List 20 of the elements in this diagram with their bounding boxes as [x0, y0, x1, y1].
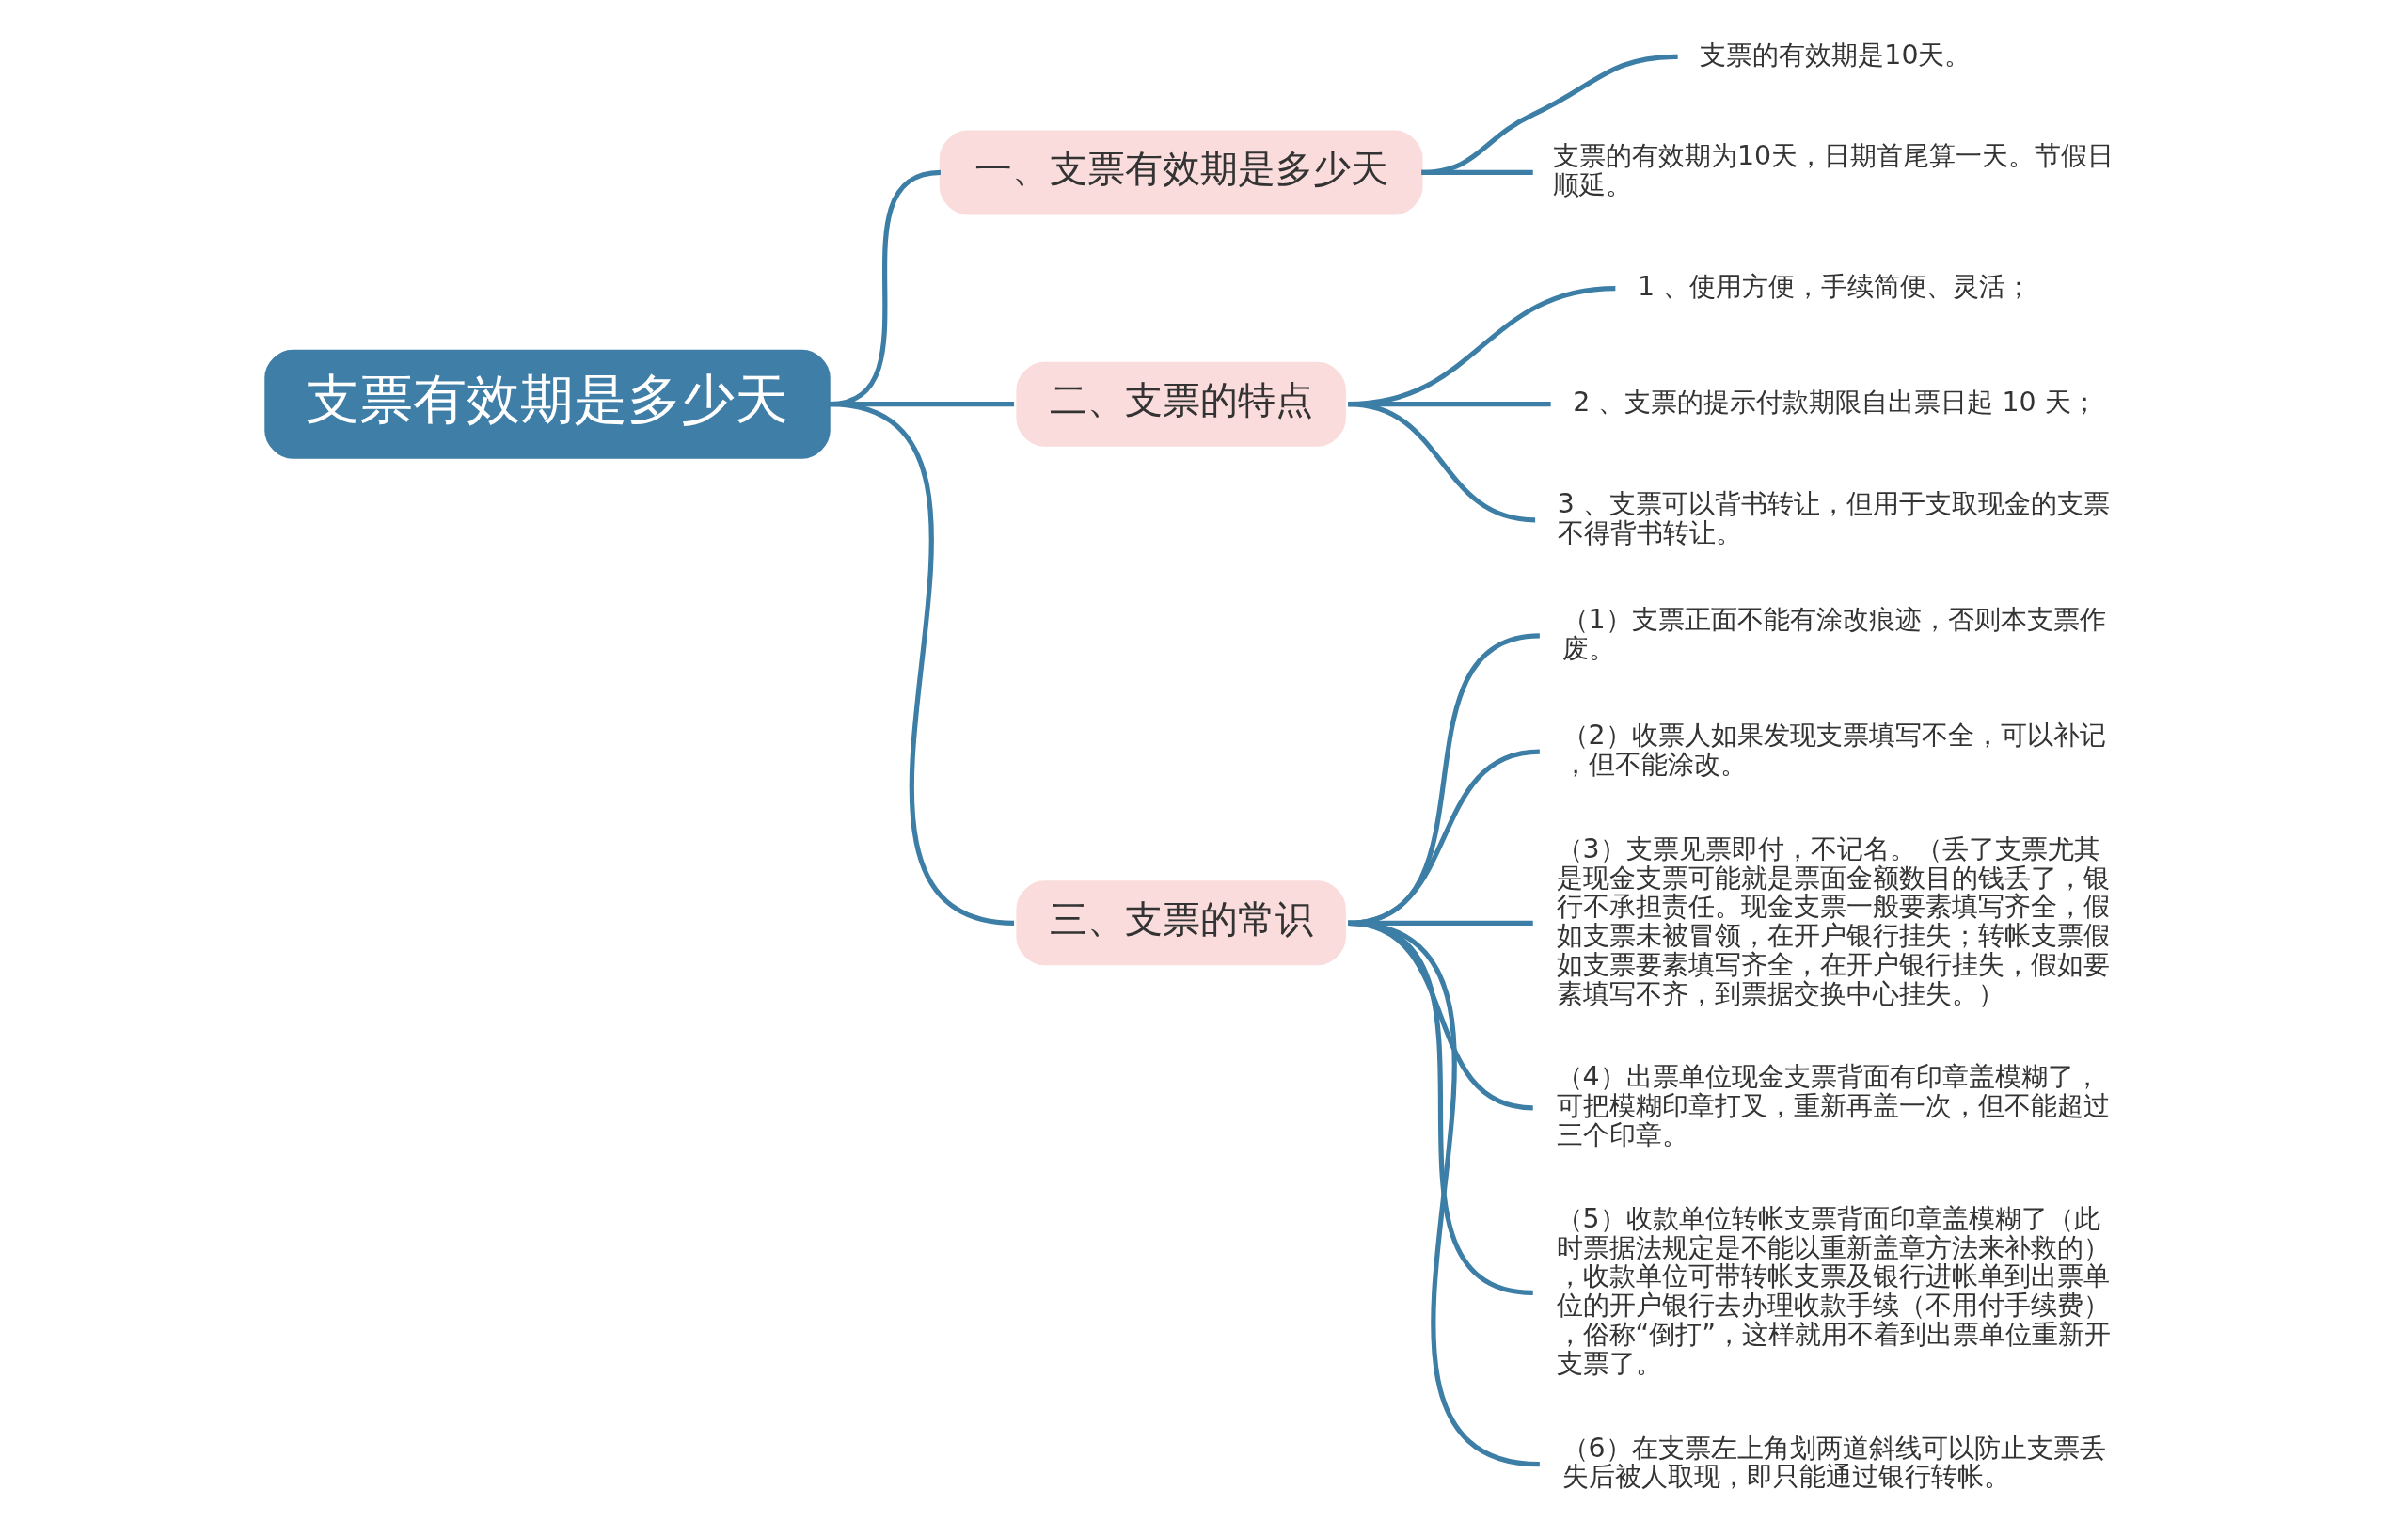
- node-box: 一、支票有效期是多少天: [939, 130, 1423, 215]
- connector: [1420, 54, 1678, 175]
- connector: [1347, 402, 1535, 523]
- node-text: （4）出票单位现金支票背面有印章盖模糊了，可把模糊印章打叉，重新再盖一次，但不能超过三个印章。: [1556, 1061, 2110, 1150]
- node-text: 2 、支票的提示付款期限自出票日起 10 天；: [1572, 386, 2098, 418]
- node-box: 三、支票的常识: [1015, 880, 1346, 966]
- node-text: 3 、支票可以背书转让，但用于支取现金的支票不得背书转让。: [1557, 487, 2110, 548]
- node-text: 支票的有效期是10天。: [1699, 39, 1971, 71]
- node-text: （3）支票见票即付，不记名。（丢了支票尤其是现金支票可能就是票面金额数目的钱丢了，银行不承担责任。现金支票一般要素填写齐全，假如支票未被冒领，在开户银行挂失；转帐支票假如支票要素填写齐全，在开户银行挂失，假如要素填写不齐，到票据交换中心挂失。）: [1556, 832, 2110, 1009]
- node-text: （2）收票人如果发现支票填写不全，可以补记，但不能涂改。: [1561, 719, 2106, 780]
- node-box: 二、支票的特点: [1015, 361, 1346, 447]
- node-text: （6）在支票左上角划两道斜线可以防止支票丢失后被人取现，即只能通过银行转帐。: [1561, 1432, 2106, 1493]
- connector: [1347, 920, 1540, 1467]
- node-text: 1 、使用方便，手续简便、灵活；: [1637, 270, 2032, 302]
- node-text: 支票的有效期为10天，日期首尾算一天。节假日顺延。: [1552, 140, 2114, 201]
- connector: [828, 402, 1015, 926]
- node-text: （1）支票正面不能有涂改痕迹，否则本支票作废。: [1561, 603, 2106, 664]
- connector: [1420, 169, 1533, 175]
- node-text: （5）收款单位转帐支票背面印章盖模糊了（此时票据法规定是不能以重新盖章方法来补救的），收款单位可带转帐支票及银行进帐单到出票单位的开户银行去办理收款手续（不用付手续费），俗称“倒打”，这样就用不着到出票单位重新开支票了。: [1556, 1202, 2111, 1379]
- node-box: 支票有效期是多少天: [263, 349, 831, 459]
